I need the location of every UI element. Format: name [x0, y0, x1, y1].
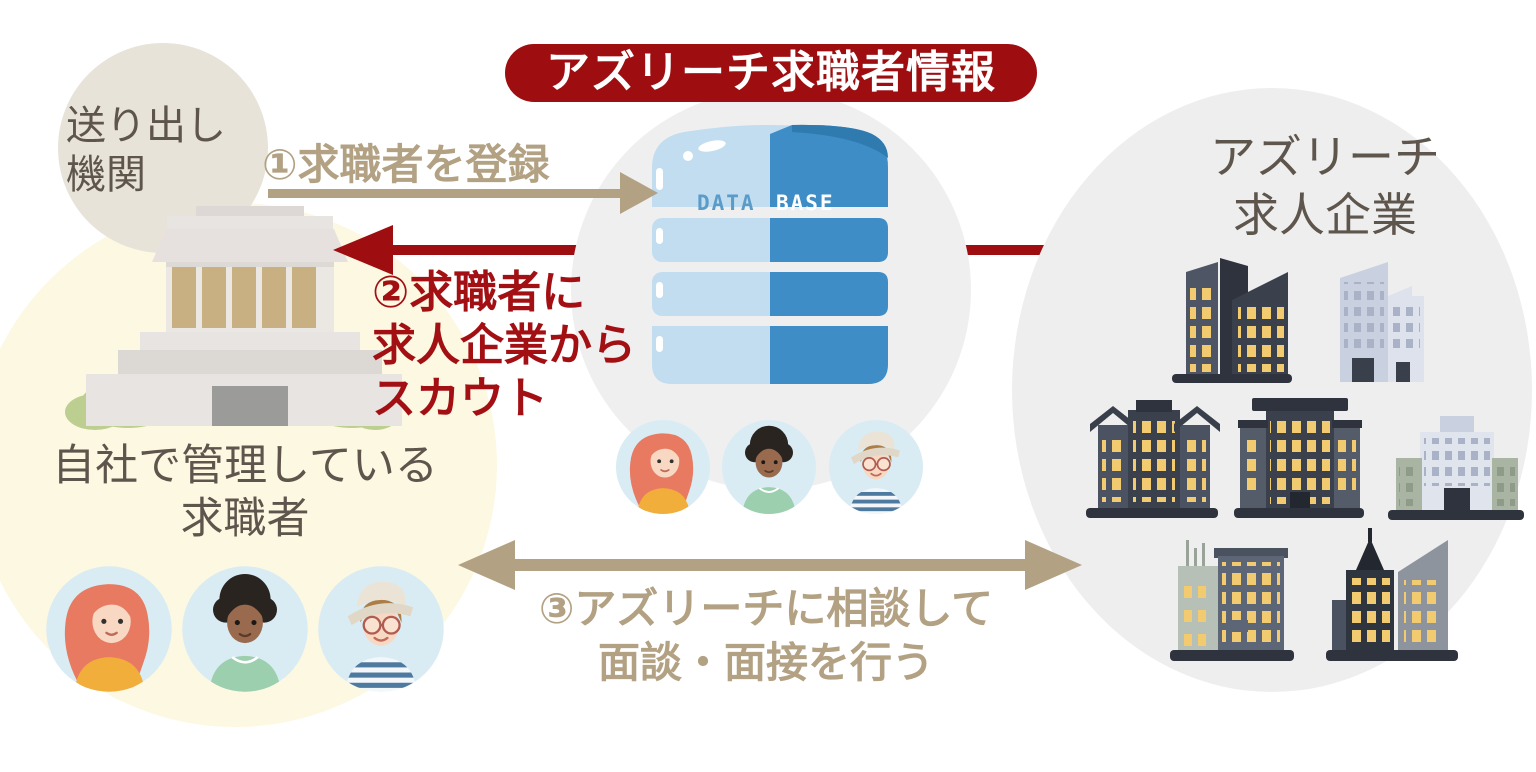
city-buildings-icon — [1086, 258, 1524, 661]
own-jobseekers-line2: 求職者 — [180, 495, 310, 543]
title-badge: アズリーチ求職者情報 — [505, 44, 1037, 102]
step2-line1: ②求職者に — [372, 268, 586, 317]
avatar-man-hat-icon — [829, 420, 923, 515]
database-icon: DATA BASE — [652, 124, 888, 384]
office-building-icon — [1340, 262, 1424, 382]
own-jobseekers-line1: 自社で管理している — [52, 442, 438, 490]
sending-org-line1: 送り出し — [66, 104, 226, 148]
step3-line2: 面談・面接を行う — [597, 639, 934, 686]
registered-jobseeker-avatars — [615, 417, 924, 517]
step2-line2: 求人企業から — [372, 321, 636, 370]
office-building-icon — [1388, 416, 1524, 520]
avatar-man-icon — [722, 420, 816, 515]
companies-line1: アズリーチ — [1210, 131, 1440, 183]
database-label-right: BASE — [776, 191, 835, 215]
avatar-man-hat-icon — [318, 566, 443, 693]
companies-label: アズリーチ 求人企業 — [1140, 128, 1510, 244]
step3-line1: ③アズリーチに相談して — [538, 585, 994, 632]
office-building-icon — [1326, 528, 1458, 661]
avatar-woman-icon — [616, 420, 710, 515]
step2-label: ②求職者に 求人企業から スカウト — [372, 266, 636, 425]
own-jobseekers-label: 自社で管理している 求職者 — [0, 440, 500, 546]
own-jobseeker-avatars — [45, 563, 449, 695]
office-building-icon — [1172, 258, 1292, 383]
government-building-icon — [65, 206, 402, 430]
step2-line3: スカウト — [372, 374, 548, 423]
avatar-woman-icon — [46, 566, 171, 693]
avatar-man-icon — [182, 566, 307, 693]
sending-org-line2: 機関 — [66, 153, 146, 197]
office-building-icon — [1170, 540, 1294, 661]
database-label-left: DATA — [697, 191, 756, 215]
step3-label: ③アズリーチに相談して 面談・面接を行う — [450, 582, 1082, 690]
step1-label: ①求職者を登録 — [262, 141, 550, 188]
sending-org-label: 送り出し 機関 — [66, 102, 226, 200]
office-building-icon — [1234, 398, 1364, 518]
office-building-icon — [1086, 400, 1220, 518]
companies-line2: 求人企業 — [1233, 189, 1417, 241]
